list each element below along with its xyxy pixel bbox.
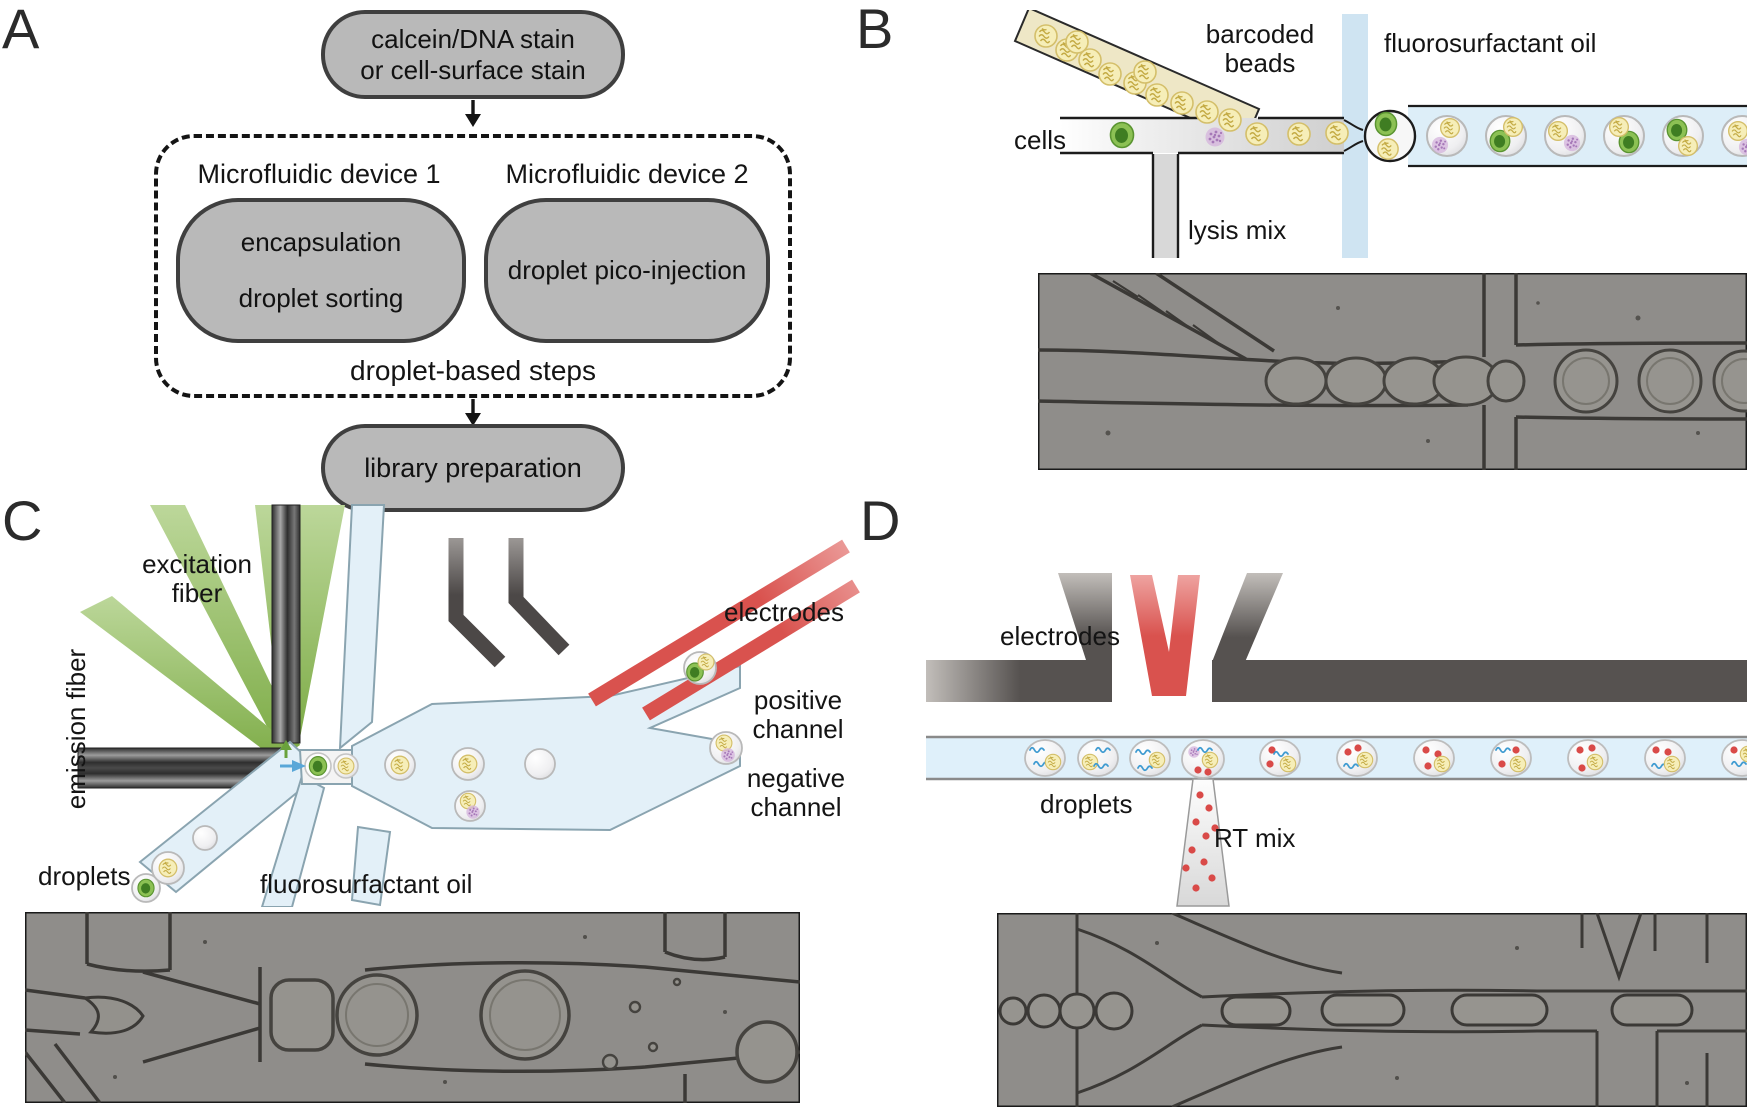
c-droplets (131, 651, 743, 903)
excitation-line2: fiber (171, 578, 223, 608)
d-electrodes-label: electrodes (1000, 621, 1120, 651)
rt-mix-label: RT mix (1214, 823, 1296, 853)
group-caption: droplet-based steps (350, 355, 596, 386)
positive-line1: positive (753, 685, 843, 715)
c-detection-arrows (280, 740, 306, 772)
c-excitation-fiber (271, 504, 301, 744)
b-lysis-channel (1151, 154, 1180, 258)
stain-node: calcein/DNA stain or cell-surface stain (321, 10, 625, 99)
panel-a-letter: A (2, 0, 40, 60)
c-droplets-label: droplets (38, 861, 131, 891)
flow-arrow-icon (465, 399, 481, 426)
device2-step1: droplet pico-injection (507, 255, 747, 285)
library-node-line1: library preparation (364, 452, 582, 483)
positive-channel-label: positive channel (742, 686, 854, 744)
c-electrodes-label: electrodes (724, 597, 844, 627)
droplet-steps-group-box (154, 134, 792, 398)
c-oil-label: fluorosurfactant oil (260, 869, 473, 899)
barcoded-beads-label: barcoded beads (1180, 20, 1340, 78)
c-ground-electrodes (448, 538, 570, 668)
panel-c-schematic (77, 504, 860, 907)
d-droplets-label: droplets (1040, 789, 1133, 819)
negative-line2: channel (750, 792, 842, 822)
panel-d-schematic (926, 573, 1747, 907)
panel-d-micrograph (997, 913, 1747, 1107)
c-sorting-electrodes (588, 539, 860, 721)
device2-title: Microfluidic device 2 (505, 159, 749, 189)
negative-line1: negative (746, 763, 846, 793)
excitation-line1: excitation (142, 549, 252, 579)
panel-b-letter: B (856, 0, 894, 60)
device1-node: encapsulation droplet sorting (176, 198, 466, 343)
b-cells-label: cells (1013, 125, 1066, 155)
panel-b-schematic (1013, 10, 1747, 258)
panel-c-micrograph (25, 912, 800, 1103)
barcoded-beads-line2: beads (1224, 48, 1296, 78)
stain-node-line1: calcein/DNA stain (371, 23, 575, 54)
library-node: library preparation (321, 424, 625, 512)
b-forming-droplet (1363, 109, 1417, 163)
panel-b-micrograph (1038, 273, 1747, 470)
device1-step1: encapsulation (240, 227, 402, 257)
b-oil-label: fluorosurfactant oil (1384, 28, 1597, 58)
device2-node: droplet pico-injection (484, 198, 770, 343)
d-injection-channel (1176, 778, 1230, 907)
device1-step2: droplet sorting (238, 283, 404, 313)
flow-arrow-icon (465, 100, 481, 127)
d-electrodes (926, 573, 1747, 702)
d-droplets (1024, 739, 1747, 779)
b-nozzle (1343, 119, 1364, 152)
panel-d-letter: D (860, 489, 901, 552)
b-lysis-label: lysis mix (1188, 215, 1287, 245)
negative-channel-label: negative channel (740, 764, 852, 822)
c-channels (138, 504, 741, 907)
barcoded-beads-line1: barcoded (1205, 19, 1315, 49)
panel-c-letter: C (2, 489, 43, 552)
positive-line2: channel (752, 714, 844, 744)
b-droplets (1426, 115, 1747, 157)
excitation-fiber-label: excitation fiber (127, 550, 267, 608)
stain-node-line2: or cell-surface stain (360, 54, 586, 85)
device1-title: Microfluidic device 1 (197, 159, 441, 189)
